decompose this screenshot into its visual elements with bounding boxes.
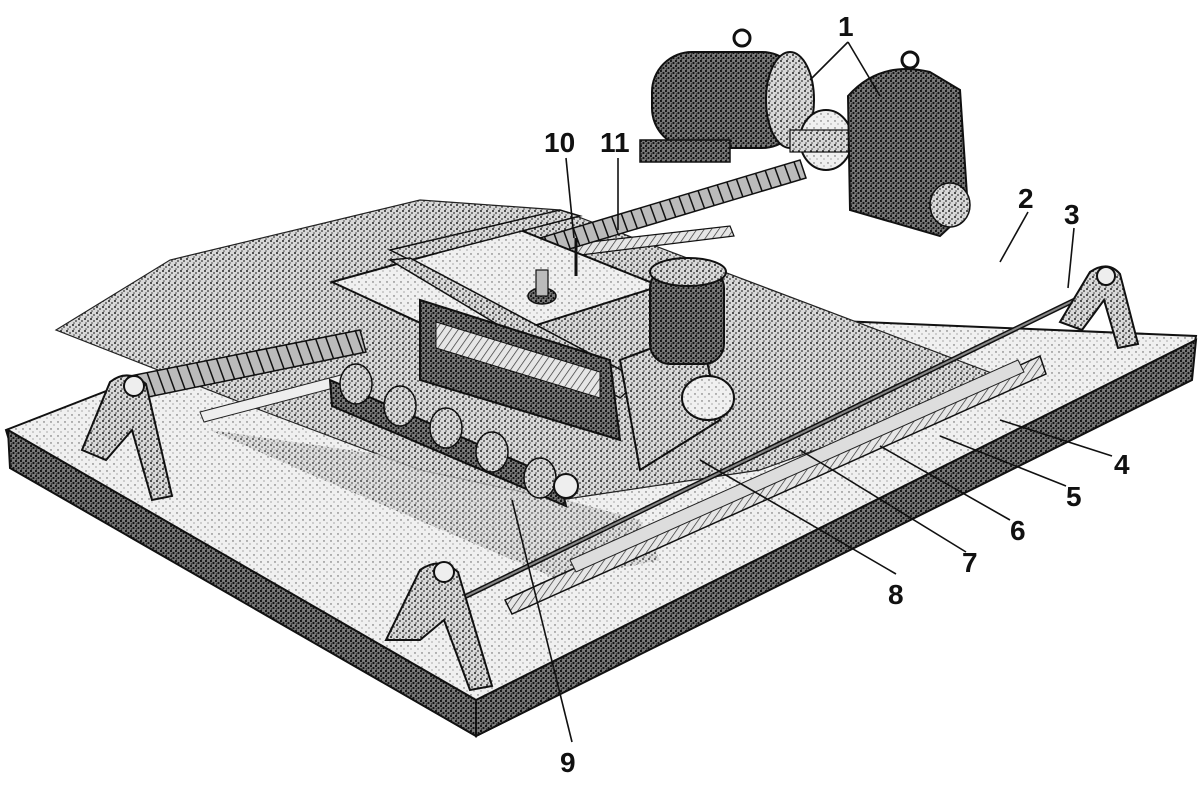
stand-rear-right bbox=[1058, 265, 1140, 350]
callout-7: 7 bbox=[962, 547, 978, 578]
callout-10: 10 bbox=[544, 127, 575, 158]
stand-front-left bbox=[384, 561, 494, 692]
callout-8: 8 bbox=[888, 579, 904, 610]
guide-rail-front bbox=[503, 354, 1047, 615]
adjust-knob bbox=[527, 238, 578, 305]
callout-9: 9 bbox=[560, 747, 576, 778]
callout-2: 2 bbox=[1018, 183, 1034, 214]
callout-3: 3 bbox=[1064, 199, 1080, 230]
coupling bbox=[789, 109, 853, 171]
guide-rod bbox=[448, 277, 1118, 607]
callout-11: 11 bbox=[600, 127, 630, 158]
callout-5: 5 bbox=[1066, 481, 1082, 512]
gearbox bbox=[846, 50, 971, 238]
cutter-motor bbox=[649, 257, 735, 421]
stand-left bbox=[80, 374, 174, 502]
callout-1: 1 bbox=[838, 11, 854, 42]
callout-4: 4 bbox=[1114, 449, 1130, 480]
motor bbox=[639, 28, 815, 163]
carriage bbox=[329, 209, 722, 472]
roller-shaft bbox=[328, 363, 579, 508]
callout-labels: 1 2 3 4 5 6 7 8 9 10 11 bbox=[544, 11, 1130, 778]
leader-lines bbox=[511, 41, 1113, 743]
callout-6: 6 bbox=[1010, 515, 1026, 546]
